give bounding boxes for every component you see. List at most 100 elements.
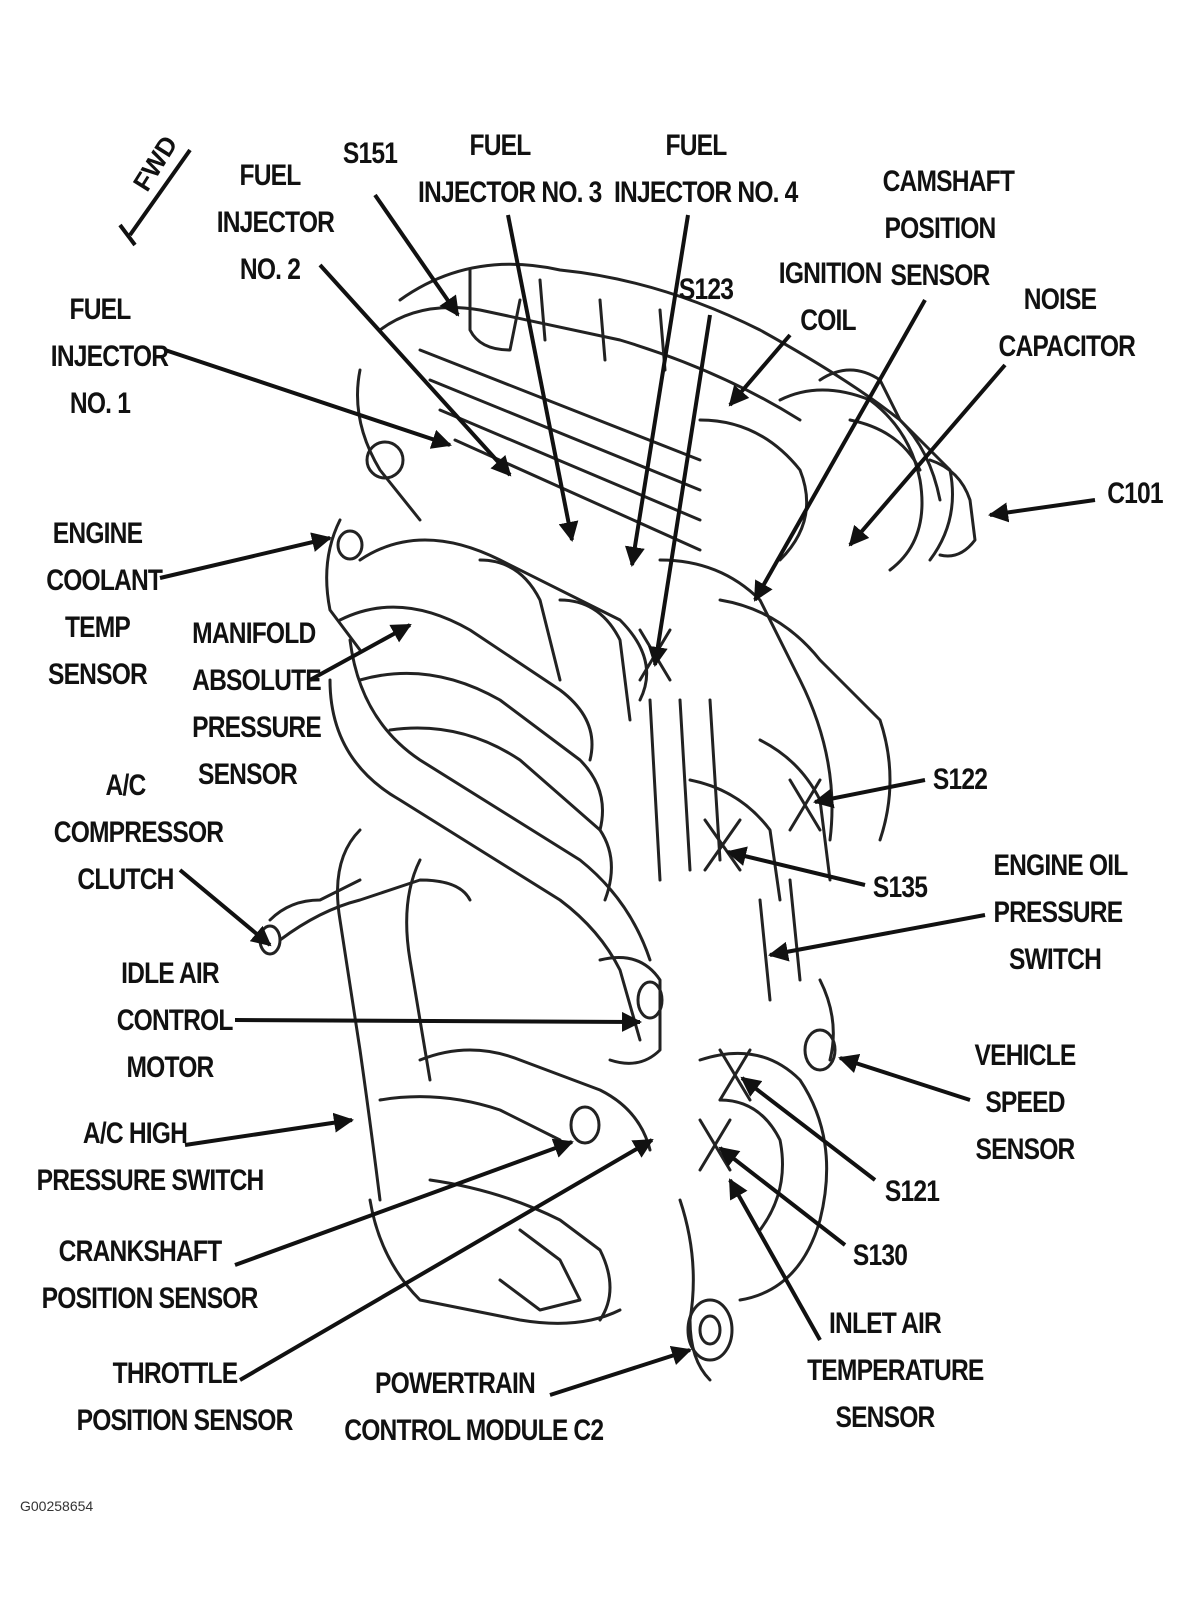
label-s130: S130 [847,1232,913,1279]
label-fuel-injector-3: FUEL INJECTOR NO. 3 [418,122,602,216]
leader-s151 [373,193,460,317]
callout-line: CRANKSHAFT [58,1235,222,1268]
callout-line: COMPRESSOR [53,816,224,849]
leader-fuel-injector-3 [506,214,579,542]
figure-id: G00258654 [20,1498,94,1514]
callout-line: ENGINE OIL [993,849,1129,882]
leader-powertrain-control-module-c2 [549,1345,692,1397]
callout-line: A/C HIGH [82,1117,188,1150]
leader-crankshaft-position-sensor [234,1138,574,1267]
callout-line: A/C [105,769,147,802]
leader-c101 [988,498,1096,523]
callout-line: SENSOR [198,758,298,791]
callout-line: SENSOR [890,259,991,292]
callout-line: COIL [800,304,856,337]
callout-line: POSITION [884,212,996,245]
leader-fuel-injector-4 [624,214,690,567]
callout-line: FUEL [239,159,302,192]
label-ignition-coil: IGNITION COIL [778,250,883,344]
callout-line: SENSOR [48,658,148,691]
leader-ignition-coil [728,333,792,407]
label-idle-air-control-motor: IDLE AIR CONTROL MOTOR [116,950,234,1091]
callout-line: TEMP [64,611,131,644]
leader-s135 [726,846,866,887]
label-map-sensor: MANIFOLD ABSOLUTE PRESSURE SENSOR [192,610,322,798]
callout-line: INJECTOR NO. 4 [614,176,798,209]
leader-throttle-position-sensor [238,1138,654,1382]
leader-idle-air-control-motor [234,1011,642,1032]
callout-line: MOTOR [126,1051,214,1084]
callout-line: ENGINE [52,517,143,550]
callout-line: COOLANT [46,564,163,597]
callout-line: POWERTRAIN [375,1367,536,1400]
leader-fuel-injector-2 [318,263,512,477]
leader-noise-capacitor [848,363,1007,547]
label-s122: S122 [927,756,993,803]
callout-line: PRESSURE SWITCH [36,1164,265,1197]
engine-illustration [258,262,977,1382]
label-powertrain-control-module-c2: POWERTRAIN CONTROL MODULE C2 [344,1360,604,1454]
label-engine-coolant-temp-sensor: ENGINE COOLANT TEMP SENSOR [46,510,163,698]
leader-s130 [718,1146,847,1247]
callout-line: CAPACITOR [998,330,1136,363]
callout-line: INJECTOR [50,340,169,373]
callout-line: S121 [884,1175,940,1208]
callout-line: S135 [872,871,928,904]
callout-line: ABSOLUTE [192,664,322,697]
leader-ac-high-pressure-switch [184,1112,354,1147]
callout-line: TEMPERATURE [807,1354,984,1387]
callout-line: MANIFOLD [192,617,316,650]
callout-line: PRESSURE [192,711,322,744]
callout-line: S151 [342,137,398,170]
forward-direction-arrow [118,148,192,247]
leader-lines [159,193,1096,1397]
label-engine-oil-pressure-switch: ENGINE OIL PRESSURE SWITCH [993,842,1129,983]
callout-line: SPEED [985,1086,1065,1119]
leader-engine-oil-pressure-switch [768,913,986,962]
leader-map-sensor [309,623,412,682]
label-ac-high-pressure-switch: A/C HIGH PRESSURE SWITCH [36,1110,265,1204]
leader-s122 [813,778,926,809]
label-vehicle-speed-sensor: VEHICLE SPEED SENSOR [972,1032,1079,1173]
callout-line: INJECTOR [216,206,335,239]
leader-s121 [740,1076,877,1182]
callout-line: VEHICLE [974,1039,1077,1072]
callout-line: POSITION SENSOR [76,1404,294,1437]
callout-line: S130 [852,1239,908,1272]
leader-vehicle-speed-sensor [838,1054,971,1102]
callout-line: CLUTCH [77,863,174,896]
leader-s123 [647,314,712,667]
callout-line: FUEL [469,129,532,162]
label-ac-compressor-clutch: A/C COMPRESSOR CLUTCH [53,762,224,903]
label-c101: C101 [1102,470,1168,517]
callout-line: SENSOR [975,1133,1076,1166]
leader-inlet-air-temperature-sensor [728,1178,822,1341]
callout-line: IGNITION [778,257,883,290]
callout-line: NO. 1 [69,387,131,420]
callout-line: CONTROL [116,1004,234,1037]
leader-fuel-injector-1 [164,348,452,449]
callout-line: INJECTOR NO. 3 [418,176,602,209]
callout-line: CAMSHAFT [882,165,1015,198]
leader-ac-compressor-clutch [178,868,272,947]
label-camshaft-position-sensor: CAMSHAFT POSITION SENSOR [882,158,1015,299]
callout-line: CONTROL MODULE C2 [344,1414,604,1447]
callout-line: SENSOR [835,1401,936,1434]
callout-line: PRESSURE [993,896,1124,929]
leader-camshaft-position-sensor [753,299,927,602]
leader-engine-coolant-temp-sensor [159,532,332,580]
callout-line: INLET AIR [829,1307,942,1340]
label-s151: S151 [337,130,403,177]
callout-line: S122 [932,763,988,796]
callout-line: SWITCH [1008,943,1102,976]
callout-line: C101 [1107,477,1163,510]
label-s135: S135 [867,864,933,911]
callout-line: IDLE AIR [121,957,220,990]
